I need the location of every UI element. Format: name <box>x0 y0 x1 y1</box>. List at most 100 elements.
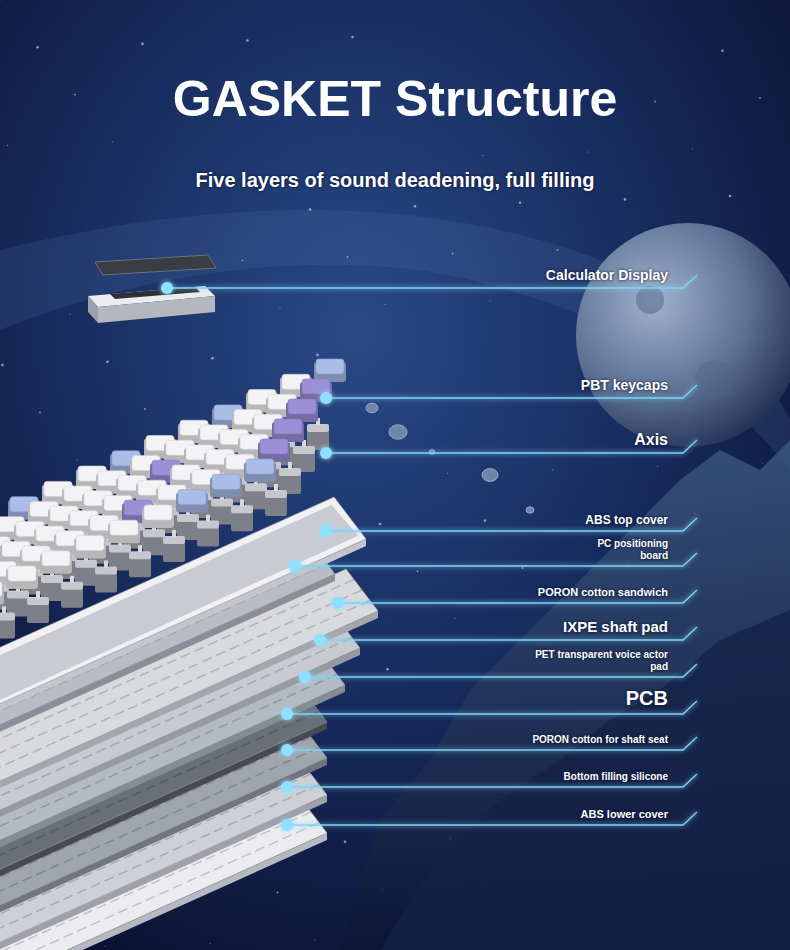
star <box>587 152 588 153</box>
star <box>316 354 319 357</box>
planet <box>576 223 790 447</box>
keycap <box>142 505 174 528</box>
star <box>386 668 389 671</box>
star <box>7 145 8 146</box>
star <box>74 94 76 96</box>
star <box>77 459 78 460</box>
mountain-foreground <box>380 610 790 950</box>
switch <box>245 477 267 509</box>
part-label: PC positioning board <box>584 538 668 562</box>
star <box>351 36 354 39</box>
star <box>455 618 456 619</box>
leader-dot <box>281 781 293 793</box>
switch-body <box>129 557 151 577</box>
asteroid <box>482 469 498 482</box>
keycap-top <box>288 399 316 414</box>
keycap-top <box>178 490 206 505</box>
mountain-range <box>340 440 790 950</box>
planet-crater <box>636 286 664 314</box>
leader-dot <box>320 392 332 404</box>
part-label: PCB <box>626 686 668 710</box>
star <box>242 259 244 261</box>
display-glass <box>95 255 216 275</box>
leader-line <box>305 664 697 677</box>
star <box>39 412 41 414</box>
switch-top <box>279 468 301 476</box>
star <box>729 195 732 198</box>
star <box>144 408 146 410</box>
star <box>654 101 656 103</box>
switch-top <box>41 575 63 583</box>
switch <box>163 530 185 562</box>
switch-stem <box>206 515 210 522</box>
star <box>246 39 249 42</box>
part-label: Bottom filling silicone <box>564 771 668 783</box>
switch-top <box>27 597 49 605</box>
switch-top <box>197 521 219 529</box>
star <box>105 946 106 947</box>
title: GASKET Structure <box>0 72 790 127</box>
switch-body <box>197 527 219 547</box>
star <box>106 360 109 363</box>
leader-dot <box>320 447 332 459</box>
switch <box>7 584 29 616</box>
part-label: IXPE shaft pad <box>563 618 668 636</box>
keycap <box>210 474 242 497</box>
switch <box>197 515 219 547</box>
keycap <box>74 536 106 559</box>
star <box>141 43 144 46</box>
switch-stem <box>2 606 6 613</box>
keycap <box>176 490 208 513</box>
switch-body <box>163 542 185 562</box>
keycap-top <box>274 419 302 434</box>
keycap-top <box>110 520 138 535</box>
display-screen <box>110 287 200 299</box>
keyboard-layers <box>0 497 378 950</box>
star <box>112 141 113 142</box>
switch-top <box>0 612 15 620</box>
keycap-top <box>302 379 330 394</box>
top-cover-frame <box>0 497 366 742</box>
asteroid <box>429 450 435 455</box>
star <box>347 256 349 258</box>
part-label: ABS top cover <box>585 513 668 527</box>
switch <box>129 545 151 577</box>
keycap-top <box>260 439 288 454</box>
display-housing-side <box>88 296 98 323</box>
switch-top <box>7 590 29 598</box>
leader-line <box>295 553 697 566</box>
star <box>36 46 39 49</box>
star <box>759 97 761 99</box>
leader-dot <box>281 819 293 831</box>
star <box>762 463 763 464</box>
keycap-top <box>212 474 240 489</box>
keycap-top <box>144 505 172 520</box>
switch-top <box>211 499 233 507</box>
keycap <box>108 520 140 543</box>
star <box>624 198 627 201</box>
switch-stem <box>240 499 244 506</box>
keycap-top <box>246 459 274 474</box>
switches <box>0 418 329 638</box>
switch-stem <box>70 576 74 583</box>
keycap <box>0 581 4 604</box>
switch <box>265 484 287 516</box>
keycap-top <box>0 581 2 596</box>
keycap <box>314 359 346 382</box>
keycap <box>258 439 290 462</box>
keycap <box>40 551 72 574</box>
star <box>315 939 316 940</box>
switch-stem <box>138 545 142 552</box>
switch <box>41 569 63 601</box>
leader-dot <box>332 597 344 609</box>
star <box>414 205 417 208</box>
switch <box>293 440 315 472</box>
star <box>552 469 553 470</box>
part-label: PORON cotton sandwich <box>538 586 668 599</box>
star <box>1 364 4 367</box>
leader-dot <box>281 744 293 756</box>
keycap <box>6 566 38 589</box>
keycap <box>286 399 318 422</box>
keycap <box>272 419 304 442</box>
